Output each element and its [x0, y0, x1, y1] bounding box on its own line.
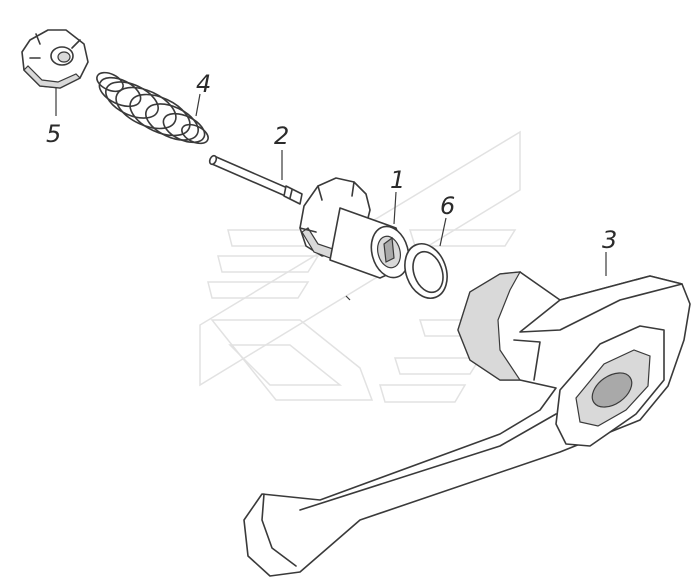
leader-4	[195, 93, 201, 117]
part-4-spring	[96, 71, 209, 145]
leader-6	[439, 217, 447, 247]
part-6-ring	[404, 243, 448, 299]
part-5-washer	[21, 29, 89, 89]
watermark-logo	[199, 130, 521, 403]
part-1-lock-cylinder	[299, 177, 410, 301]
callout-2: 2	[274, 122, 289, 150]
leader-1	[393, 191, 397, 225]
callout-3: 3	[602, 226, 617, 254]
callout-4: 4	[196, 70, 211, 98]
callout-1: 1	[390, 166, 405, 194]
callout-5: 5	[46, 120, 61, 148]
part-3-handle	[243, 271, 691, 577]
callout-6: 6	[440, 192, 455, 220]
leader-lines	[55, 88, 607, 276]
part-2-pin	[208, 154, 303, 205]
